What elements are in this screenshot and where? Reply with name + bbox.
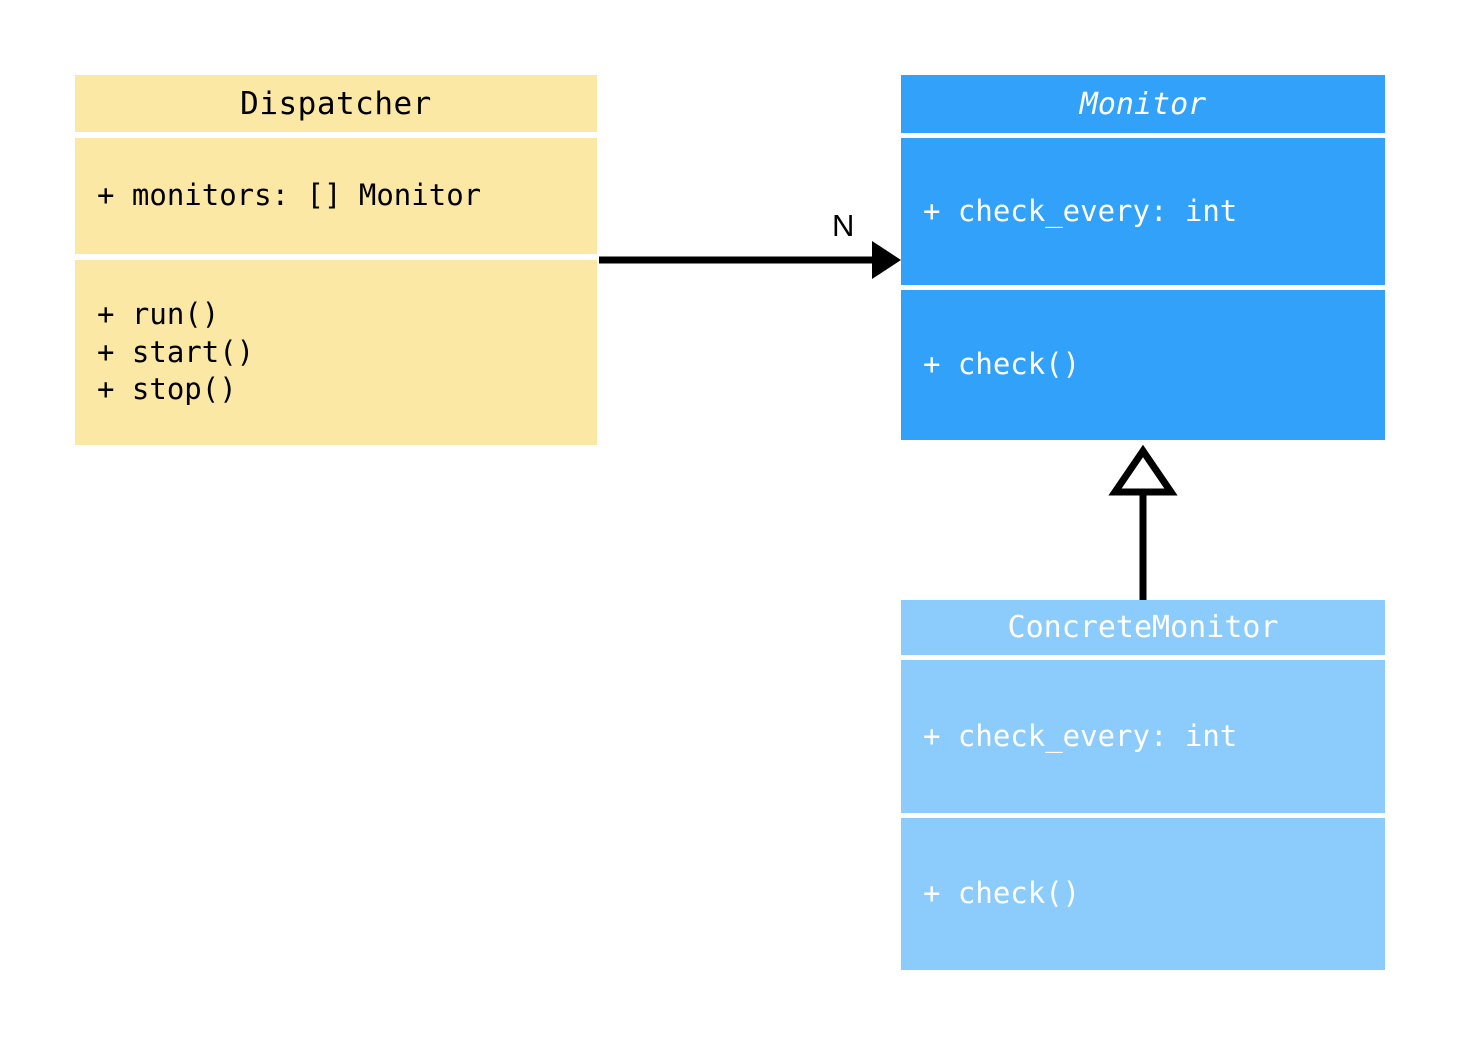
class-box-monitor[interactable]: Monitor + check_every: int + check(): [901, 75, 1385, 440]
association-arrow-dispatcher-to-monitor: [599, 241, 901, 279]
attribute-item: + check_every: int: [923, 193, 1238, 228]
compartment-divider: [901, 813, 1385, 818]
method-item: + stop(): [97, 372, 237, 407]
class-title-concrete-monitor: ConcreteMonitor: [901, 600, 1385, 655]
attributes-compartment-monitor: + check_every: int: [901, 138, 1385, 285]
compartment-divider: [75, 132, 597, 138]
class-title-monitor: Monitor: [901, 75, 1385, 133]
association-multiplicity-label: N: [832, 208, 855, 243]
attribute-item: + check_every: int: [923, 718, 1238, 753]
attributes-compartment-dispatcher: + monitors: [] Monitor: [75, 138, 597, 254]
class-title-dispatcher: Dispatcher: [75, 75, 597, 132]
attribute-item: + monitors: [] Monitor: [97, 178, 482, 213]
compartment-divider: [75, 254, 597, 260]
method-item: + start(): [97, 334, 255, 369]
methods-compartment-monitor: + check(): [901, 290, 1385, 440]
methods-compartment-concrete-monitor: + check(): [901, 818, 1385, 970]
compartment-divider: [901, 655, 1385, 660]
generalization-arrow-concrete-monitor-to-monitor: [1108, 444, 1178, 600]
class-box-concrete-monitor[interactable]: ConcreteMonitor + check_every: int + che…: [901, 600, 1385, 970]
filled-arrowhead-icon: [872, 241, 901, 279]
compartment-divider: [901, 285, 1385, 290]
method-item: + run(): [97, 296, 220, 331]
method-item: + check(): [923, 347, 1081, 382]
methods-compartment-dispatcher: + run() + start() + stop(): [75, 260, 597, 445]
method-item: + check(): [923, 876, 1081, 911]
compartment-divider: [901, 133, 1385, 138]
hollow-triangle-icon: [1108, 444, 1178, 496]
class-box-dispatcher[interactable]: Dispatcher + monitors: [] Monitor + run(…: [75, 75, 597, 445]
attributes-compartment-concrete-monitor: + check_every: int: [901, 660, 1385, 813]
